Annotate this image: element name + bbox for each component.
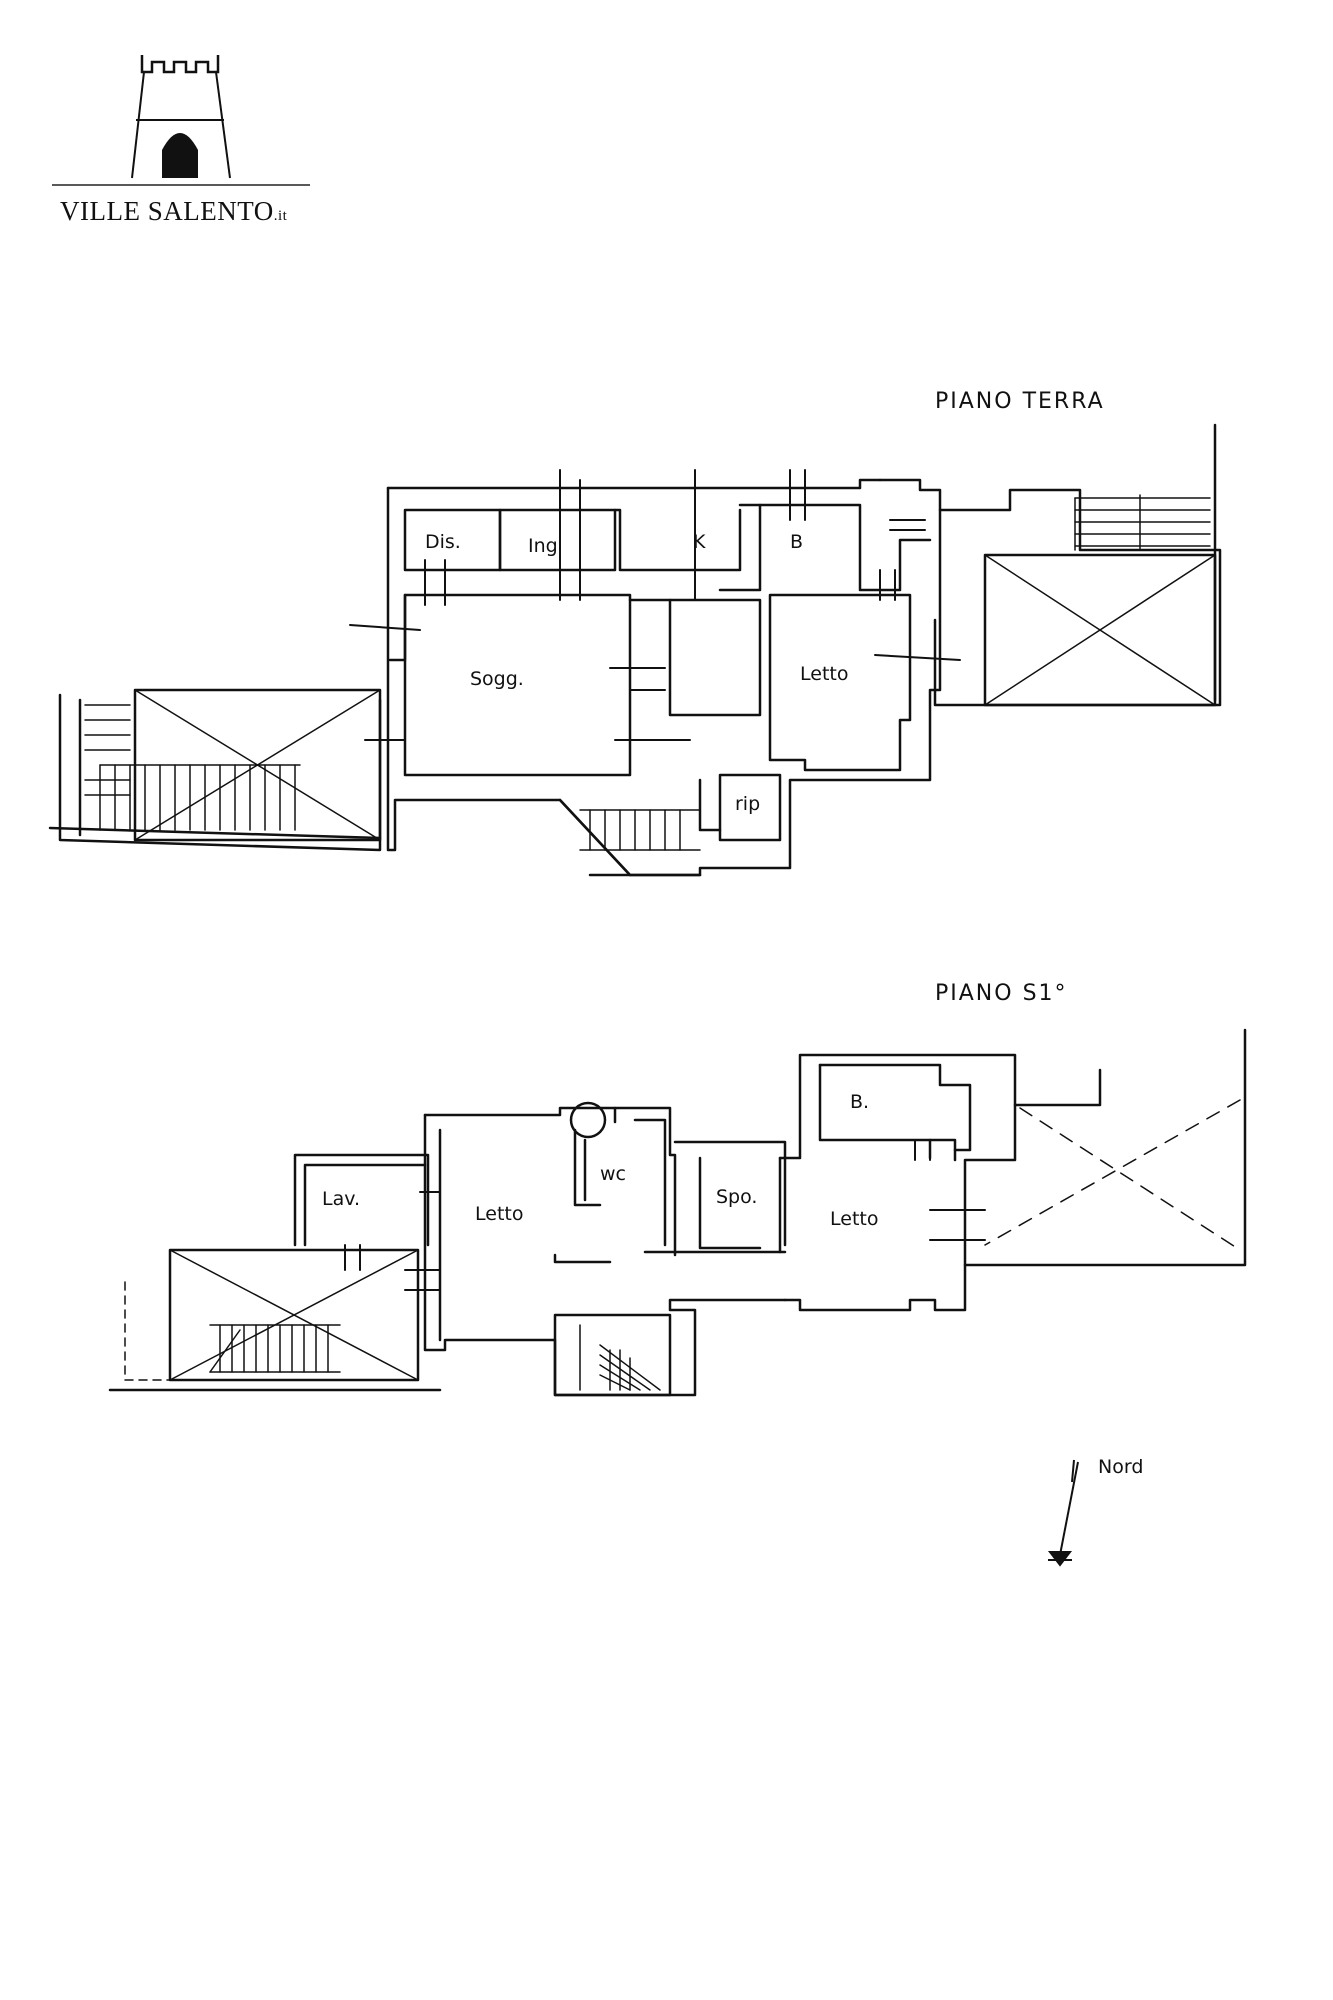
room-label-b-first: B. bbox=[850, 1091, 869, 1113]
north-arrow-icon bbox=[1047, 1459, 1079, 1567]
room-label-b: B bbox=[790, 531, 803, 553]
logo bbox=[52, 50, 312, 230]
room-label-wc: wc bbox=[600, 1163, 626, 1185]
first-floor-plan bbox=[108, 1028, 1247, 1397]
brand-main: VILLE SALENTO bbox=[60, 196, 274, 226]
first-floor-title: PIANO S1° bbox=[935, 981, 1068, 1006]
room-label-ing: Ing bbox=[528, 535, 558, 557]
room-label-lav: Lav. bbox=[322, 1188, 360, 1210]
room-label-dis: Dis. bbox=[425, 531, 461, 553]
brand-suffix: .it bbox=[273, 208, 288, 224]
room-label-k: K bbox=[693, 531, 706, 553]
room-label-letto: Letto bbox=[800, 663, 848, 685]
brand-name: VILLE SALENTO.it bbox=[60, 196, 287, 227]
ground-floor-plan bbox=[48, 423, 1222, 877]
ground-floor-title: PIANO TERRA bbox=[935, 389, 1105, 414]
room-label-letto-right: Letto bbox=[830, 1208, 878, 1230]
tower-icon bbox=[52, 55, 310, 186]
room-label-sogg: Sogg. bbox=[470, 668, 524, 690]
north-label: Nord bbox=[1098, 1456, 1143, 1478]
room-label-letto-left: Letto bbox=[475, 1203, 523, 1225]
room-label-rip: rip bbox=[735, 793, 760, 815]
room-label-spo: Spo. bbox=[716, 1186, 757, 1208]
